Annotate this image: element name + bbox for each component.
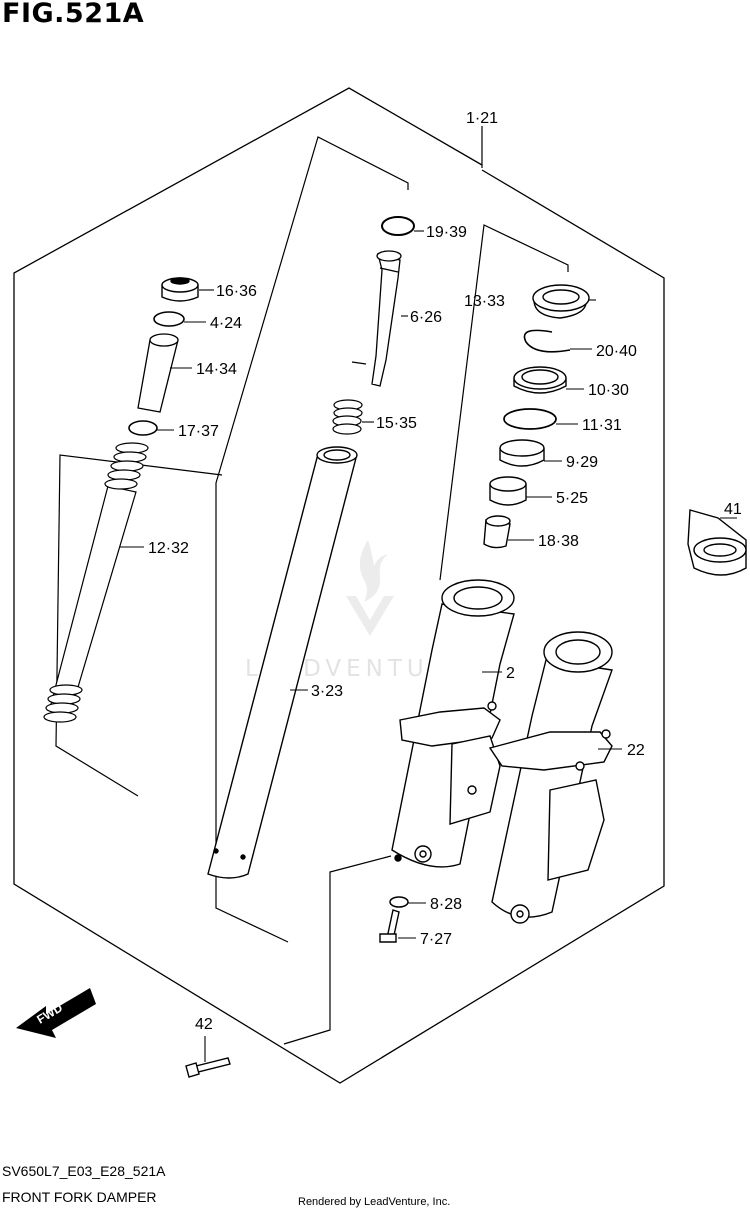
oil-seal-10[interactable]: [513, 366, 567, 394]
callout-9-29: 9·29: [566, 454, 598, 471]
callout-5-25: 5·25: [556, 490, 588, 507]
washer-17[interactable]: [128, 420, 158, 436]
dust-seal-13[interactable]: [532, 284, 590, 319]
callout-18-38: 18·38: [538, 533, 579, 550]
callout-2: 2: [506, 665, 515, 682]
forward-direction-arrow: FWD: [16, 988, 96, 1038]
fork-guard-41[interactable]: [687, 509, 747, 576]
bolt-group-frame: [283, 855, 392, 1045]
damper-group-frame: [215, 136, 409, 943]
callout-20-40: 20·40: [596, 343, 637, 360]
oil-lock-piece-18[interactable]: [483, 515, 511, 549]
seal-group-frame: [439, 224, 569, 581]
callout-10-30: 10·30: [588, 382, 629, 399]
washer-11[interactable]: [503, 408, 557, 430]
fork-spring-12[interactable]: [43, 442, 149, 723]
callout-13-33: 13·33: [464, 293, 505, 310]
spacer-14[interactable]: [137, 333, 179, 413]
bolt-42[interactable]: [185, 1057, 231, 1078]
callout-16-36: 16·36: [216, 283, 257, 300]
o-ring-19[interactable]: [381, 216, 415, 236]
callout-14-34: 14·34: [196, 361, 237, 378]
bolt-7[interactable]: [379, 909, 400, 943]
guide-metal-9[interactable]: [499, 439, 545, 467]
figure-title: FIG.521A: [2, 0, 145, 29]
gasket-8[interactable]: [389, 896, 409, 908]
rebound-spring-15[interactable]: [332, 399, 363, 435]
outer-tube-2[interactable]: [391, 579, 515, 868]
callout-17-37: 17·37: [178, 423, 219, 440]
stopper-ring-20[interactable]: [523, 329, 571, 353]
callout-12-32: 12·32: [148, 540, 189, 557]
callout-22: 22: [627, 742, 645, 759]
callout-15-35: 15·35: [376, 415, 417, 432]
inner-tube-3[interactable]: [207, 446, 358, 879]
callout-41: 41: [724, 501, 742, 518]
assembly-frame-outline: [13, 87, 665, 1084]
callout-7-27: 7·27: [420, 931, 452, 948]
callout-19-39: 19·39: [426, 224, 467, 241]
model-code: SV650L7_E03_E28_521A: [2, 1163, 166, 1179]
leader-lines: [120, 230, 737, 1062]
callout-11-31: 11·31: [582, 417, 622, 434]
callout-6-26: 6·26: [410, 309, 442, 326]
callout-4-24: 4·24: [210, 315, 242, 332]
callout-1-21: 1·21: [466, 110, 498, 127]
cap-bolt-16[interactable]: [161, 277, 199, 302]
rendered-by-credit: Rendered by LeadVenture, Inc.: [298, 1196, 451, 1208]
guide-metal-5[interactable]: [489, 476, 527, 506]
callout-42: 42: [195, 1016, 213, 1033]
diagram-name: FRONT FORK DAMPER: [2, 1189, 157, 1205]
o-ring-4[interactable]: [153, 311, 185, 327]
callout-3-23: 3·23: [311, 683, 343, 700]
outer-tube-22[interactable]: [488, 631, 613, 924]
callout-8-28: 8·28: [430, 896, 462, 913]
damper-rod-6[interactable]: [351, 250, 402, 387]
